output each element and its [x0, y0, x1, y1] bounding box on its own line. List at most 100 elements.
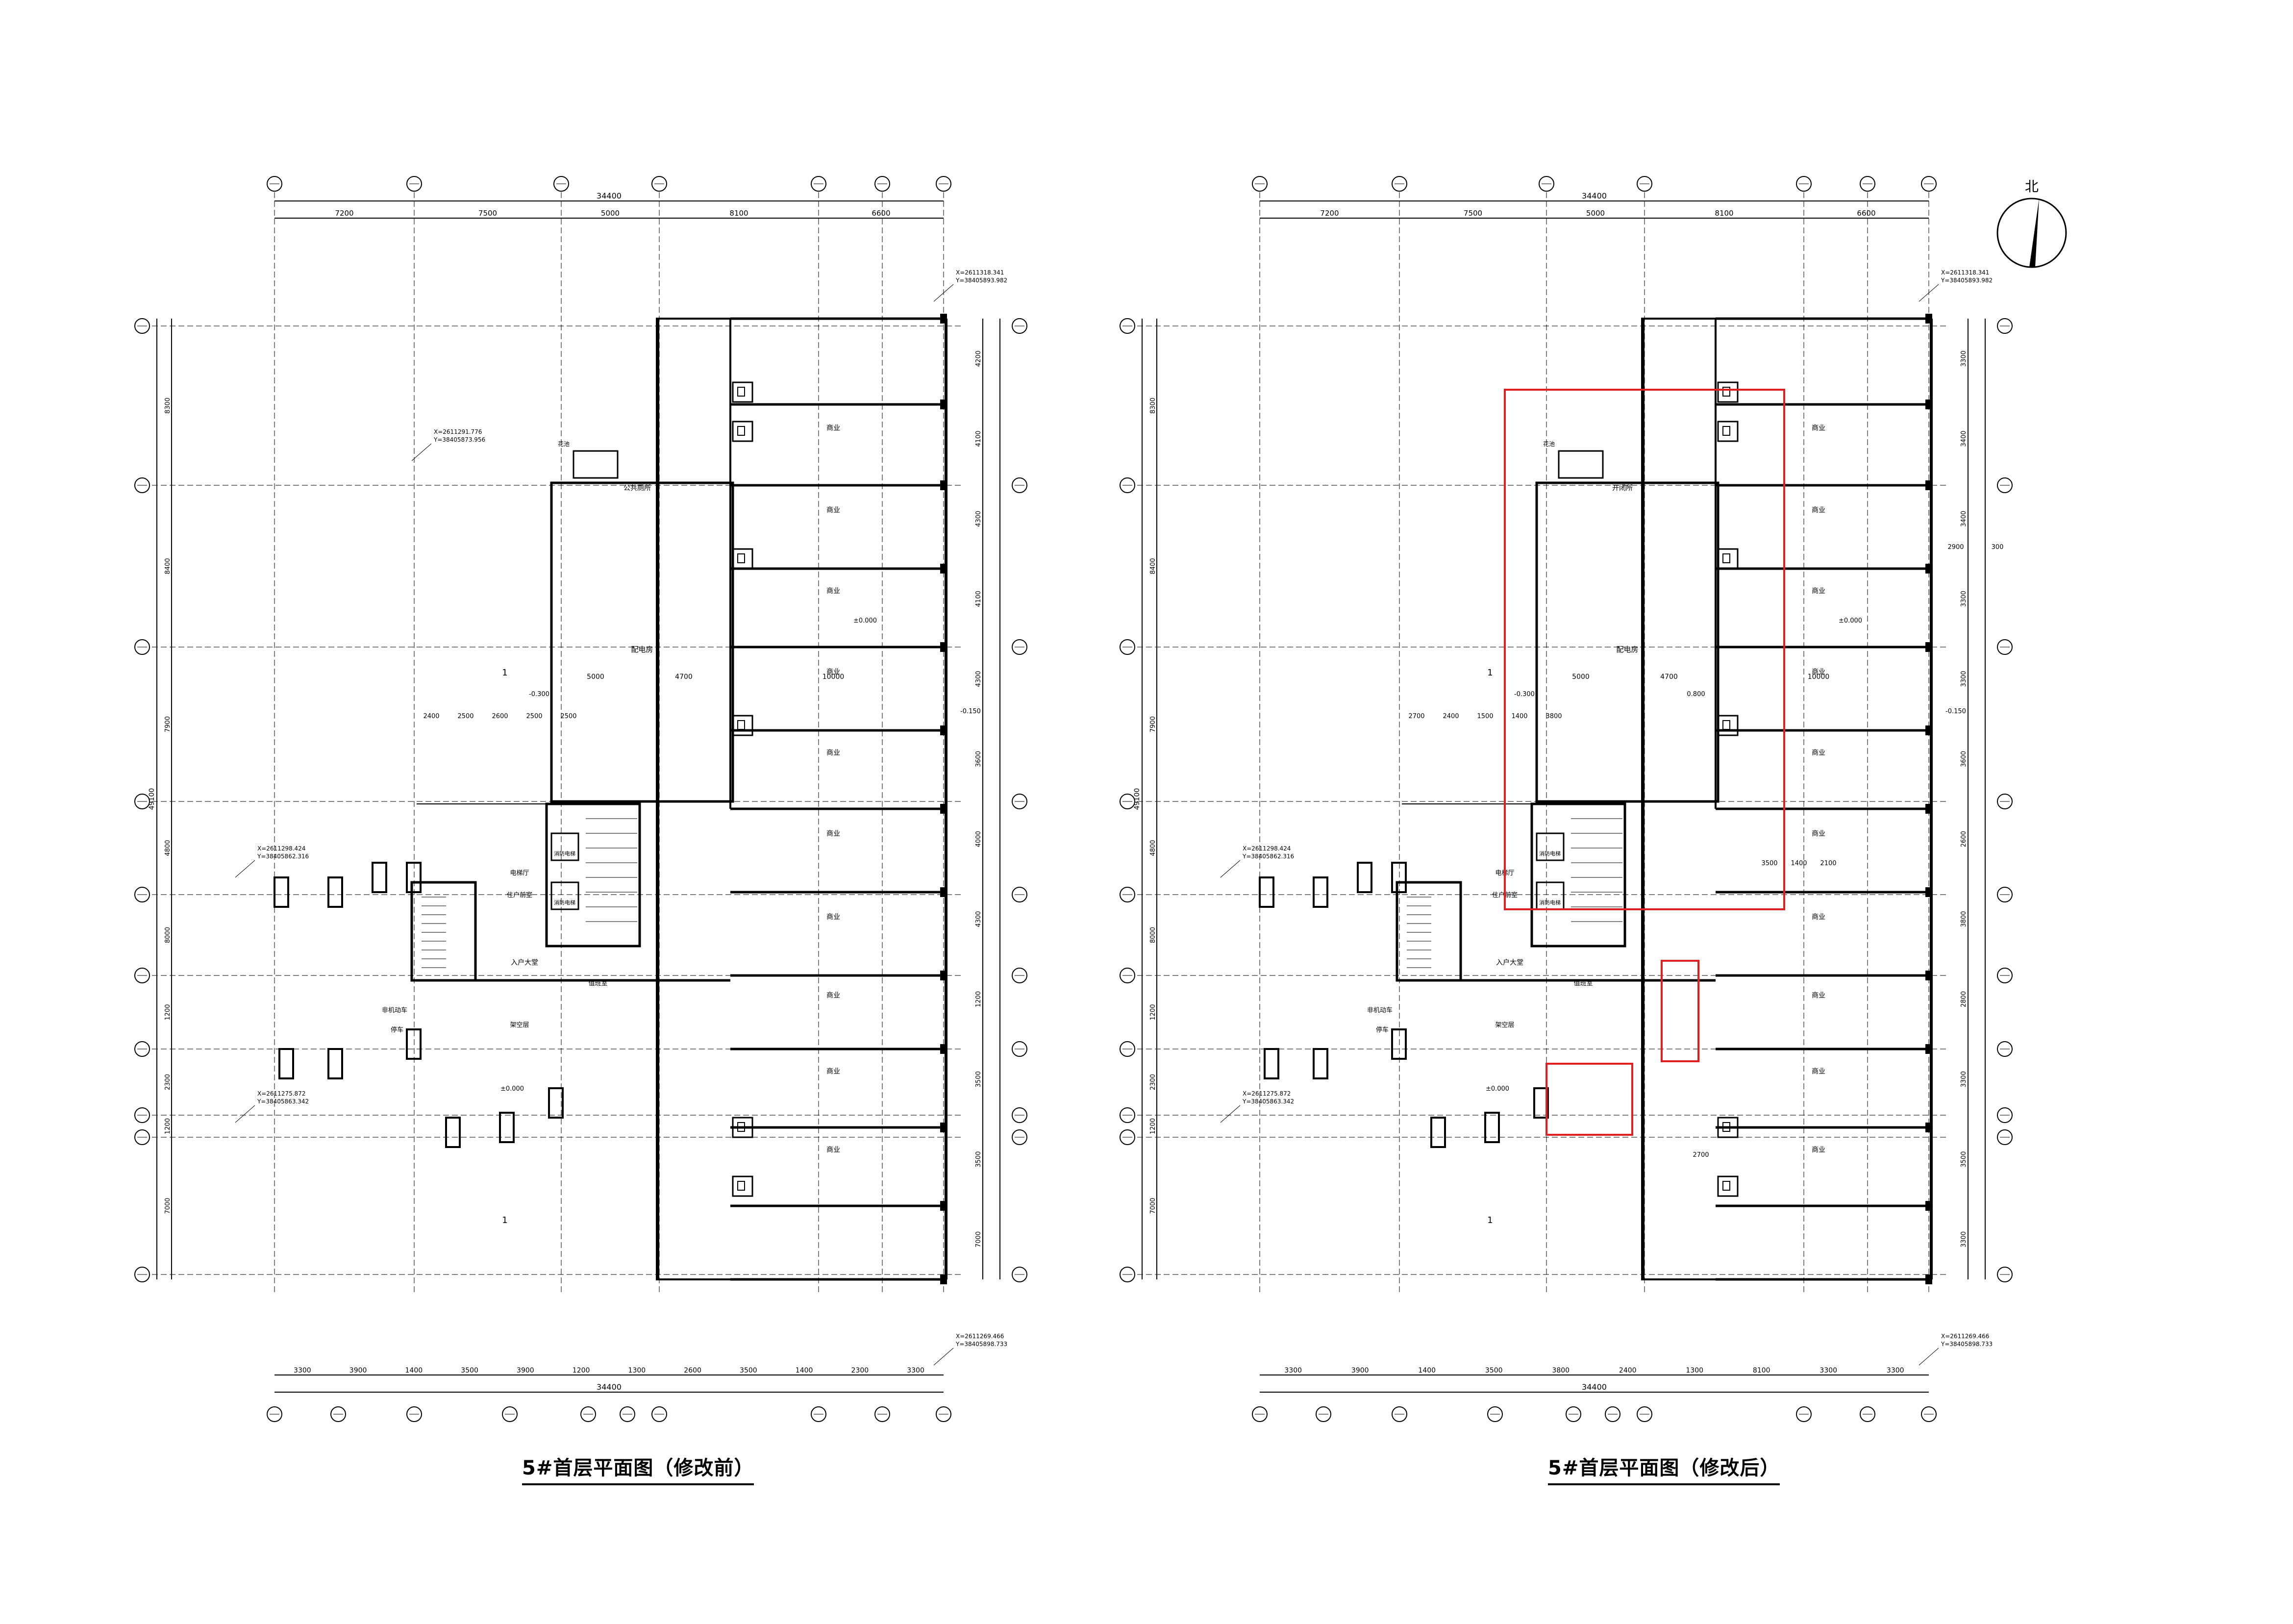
level-mark: ±0.000 [1839, 617, 1862, 625]
elevator-hall-label: 电梯厅 [510, 870, 529, 877]
lobby-label: 入户大堂 [1496, 958, 1523, 967]
plan-title-before: 5#首层平面图（修改前） [522, 1452, 754, 1485]
structural-column [548, 1087, 564, 1119]
dimension-text: 10000 [1808, 673, 1830, 681]
coordinate-x: X=2611291.776 [434, 428, 482, 435]
toilet-cell [732, 1175, 753, 1197]
toilet-cell [732, 421, 753, 442]
right-dimension: 3500 [975, 1071, 982, 1087]
distribution-room-wall [550, 481, 734, 803]
total-width-top: 34400 [1582, 191, 1607, 200]
left-dimension: 4800 [1149, 840, 1157, 856]
top-dimension: 8100 [1715, 209, 1733, 218]
mid-dimension: 2400 [423, 713, 439, 720]
dimension-text: 2700 [1693, 1151, 1709, 1159]
dimension-text: 10000 [822, 673, 845, 681]
coordinate-x: X=2611318.341 [956, 269, 1004, 276]
plan-title-after: 5#首层平面图（修改后） [1548, 1452, 1780, 1485]
public-room-label: 开闭所 [1612, 484, 1633, 492]
top-dimension: 8100 [729, 209, 748, 218]
right-dimension: 3400 [1960, 511, 1968, 527]
right-dimension: 7000 [975, 1231, 982, 1248]
coordinate-y: Y=38405893.982 [955, 277, 1007, 284]
coordinate-y: Y=38405893.982 [1941, 277, 1993, 284]
structural-column [1264, 1048, 1279, 1079]
distribution-room-label: 配电房 [631, 645, 653, 654]
bottom-dimension: 8100 [1753, 1367, 1770, 1374]
column-mark [940, 1274, 947, 1284]
toilet-cell [732, 715, 753, 736]
left-dimension: 7000 [164, 1198, 172, 1214]
right-dimension: 3300 [1960, 1231, 1968, 1248]
coordinate-leader [235, 1105, 255, 1123]
structural-column [1391, 1028, 1407, 1060]
coordinate-y: Y=38405898.733 [1941, 1341, 1993, 1348]
west-stair-wall [1396, 881, 1462, 982]
level-mark: 0.800 [1687, 691, 1705, 698]
dimension-text: 4700 [1660, 673, 1678, 681]
right-dimension: 4200 [975, 350, 982, 367]
left-dimension: 7900 [164, 716, 172, 732]
toilet-fixture-icon [1722, 1122, 1730, 1132]
bottom-dimension: 3300 [1819, 1367, 1837, 1374]
structural-column [1533, 1087, 1549, 1119]
column-mark [940, 971, 947, 980]
dimension-text: 2900 [1947, 544, 1964, 551]
structural-column [1313, 1048, 1328, 1079]
toilet-fixture-icon [737, 1122, 745, 1132]
dimension-text: 1400 [1791, 860, 1807, 867]
unit-label-commercial: 商业 [1812, 1146, 1825, 1154]
right-dimension: 3400 [1960, 430, 1968, 447]
right-dimension: 4300 [975, 911, 982, 927]
column-mark [940, 804, 947, 814]
toilet-fixture-icon [737, 720, 745, 730]
level-mark: ±0.000 [853, 617, 877, 625]
bottom-dimension: 1300 [1686, 1367, 1703, 1374]
bottom-dimension: 3300 [1284, 1367, 1302, 1374]
coordinate-y: Y=38405862.316 [257, 853, 309, 860]
column-mark [940, 400, 947, 409]
toilet-fixture-icon [1722, 553, 1730, 563]
bottom-dimension: 2600 [684, 1367, 701, 1374]
unit-label-commercial: 商业 [1812, 587, 1825, 595]
right-dimension: 3300 [1960, 671, 1968, 687]
right-dimension: 3600 [975, 751, 982, 767]
top-dimension: 7500 [478, 209, 497, 218]
toilet-fixture-icon [737, 1181, 745, 1191]
bottom-dimension: 1400 [1418, 1367, 1436, 1374]
column-mark [1925, 1274, 1932, 1284]
section-mark: 1 [502, 1215, 507, 1225]
structural-column [278, 1048, 294, 1079]
overhead-label: 架空层 [1495, 1022, 1514, 1029]
structural-column [327, 876, 343, 908]
coordinate-leader [933, 1348, 954, 1366]
dimension-text: 5000 [1572, 673, 1590, 681]
total-width-top: 34400 [597, 191, 622, 200]
bottom-dimension: 3900 [517, 1367, 534, 1374]
mid-dimension: 1500 [1477, 713, 1493, 720]
unit-label-commercial: 商业 [826, 992, 840, 999]
planter-label: 花池 [558, 440, 570, 448]
mid-dimension: 1400 [1511, 713, 1527, 720]
north-arrow-icon [2029, 199, 2039, 267]
column-mark [1925, 1044, 1932, 1054]
unit-label-commercial: 商业 [826, 913, 840, 921]
unit-label-commercial: 商业 [826, 668, 840, 676]
coordinate-leader [933, 284, 954, 302]
toilet-cell [732, 1117, 753, 1138]
revision-cloud-stair [1661, 960, 1699, 1062]
commercial-outer-wall [1641, 318, 1645, 1280]
dimension-text: 2100 [1820, 860, 1836, 867]
toilet-fixture-icon [737, 387, 745, 397]
column-mark [1925, 1123, 1932, 1132]
coordinate-leader [411, 443, 432, 461]
column-mark [940, 725, 947, 735]
unit-label-commercial: 商业 [1812, 992, 1825, 999]
column-mark [1925, 971, 1932, 980]
distribution-room-label: 配电房 [1616, 645, 1638, 654]
level-mark: ±0.000 [500, 1085, 524, 1093]
bottom-dimension: 3900 [349, 1367, 367, 1374]
unit-label-commercial: 商业 [826, 1146, 840, 1154]
coordinate-x: X=2611269.466 [1941, 1333, 1989, 1340]
